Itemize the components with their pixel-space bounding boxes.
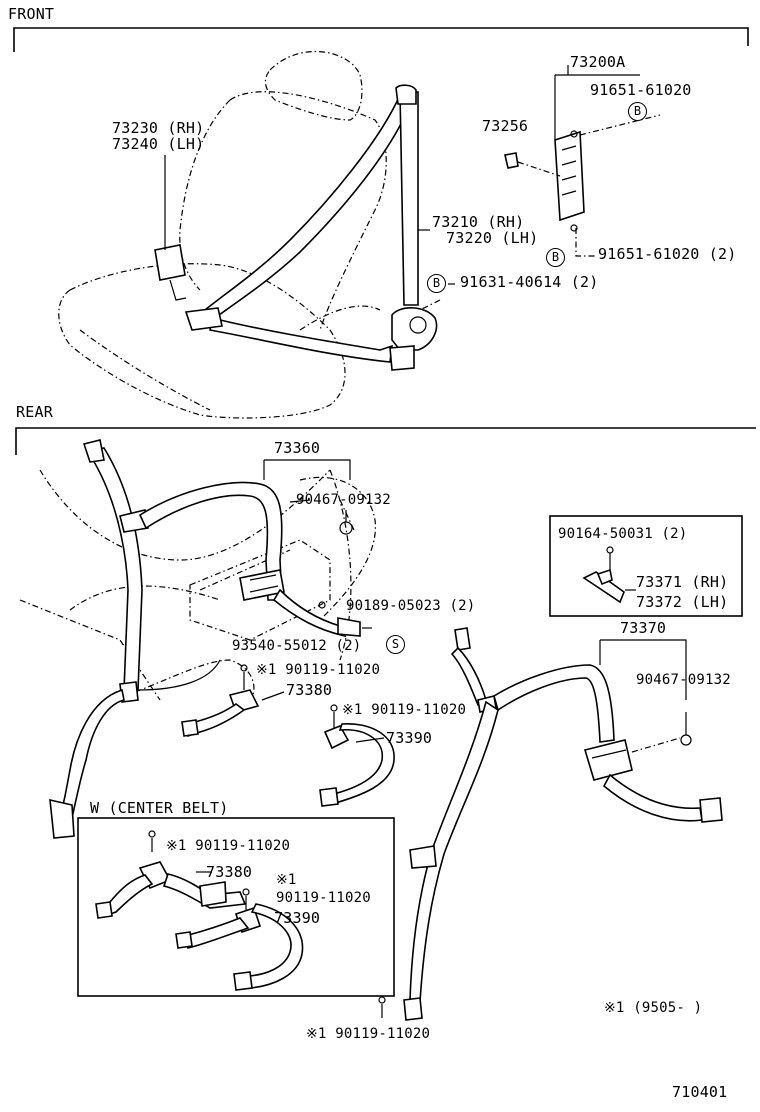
rear-section-label: REAR [16,403,53,421]
front-belt [154,84,438,371]
center-part-90119-11020-b: 90119-11020 [276,890,371,906]
center-part-90119-11020-a: ※1 90119-11020 [166,838,291,854]
part-90467-09132-b: 90467-09132 [636,672,731,688]
part-90119-11020-b: ※1 90119-11020 [342,702,467,718]
part-90164-50031: 90164-50031 (2) [558,526,688,542]
part-73372: 73372 (LH) [636,593,729,611]
part-73200A: 73200A [570,53,626,71]
part-73256: 73256 [482,117,529,135]
center-note-1: ※1 [276,872,297,888]
marker-b-top: B [628,102,647,121]
shoulder-anchor-adjuster [419,65,661,311]
part-73360: 73360 [274,439,321,457]
bottom-bolt [378,996,386,1018]
part-73370: 73370 [620,619,667,637]
part-73240: 73240 (LH) [112,135,205,153]
front-section-label: FRONT [8,5,55,23]
marker-b-low: B [427,274,446,293]
part-90119-11020-c: ※1 90119-11020 [306,1026,431,1042]
part-90189-05023: 90189-05023 (2) [346,598,476,614]
part-73390: 73390 [386,729,433,747]
center-part-73380: 73380 [206,863,253,881]
part-90467-09132-a: 90467-09132 [296,492,391,508]
part-73220: 73220 (LH) [446,229,539,247]
marker-s: S [386,635,405,654]
rear-left-belt [49,439,285,839]
rear-section-bracket [15,427,756,455]
center-belt-title: W (CENTER BELT) [90,799,229,817]
rear-buckles [181,510,395,807]
part-73210: 73210 (RH) [432,213,525,231]
rear-right-belt [403,627,723,1021]
seatback-lock-box [549,515,743,617]
front-section-bracket [13,27,749,52]
figure-id: 710401 [672,1083,728,1101]
part-93540-55012: 93540-55012 (2) [232,638,362,654]
front-seat [58,50,387,419]
part-73380: 73380 [286,681,333,699]
center-belt-box [77,817,395,997]
part-73371: 73371 (RH) [636,573,729,591]
marker-b-mid: B [546,248,565,267]
front-leader-lines [164,155,430,231]
part-91651-61020-2: 91651-61020 (2) [598,245,737,263]
center-part-73390: 73390 [274,909,321,927]
part-73230: 73230 (RH) [112,119,205,137]
part-90119-11020-a: ※1 90119-11020 [256,662,381,678]
part-91651-61020: 91651-61020 [590,81,692,99]
part-91631-40614-2: 91631-40614 (2) [460,273,599,291]
rear-leader-lines [261,459,687,743]
footnote: ※1 (9505- ) [604,1000,703,1016]
